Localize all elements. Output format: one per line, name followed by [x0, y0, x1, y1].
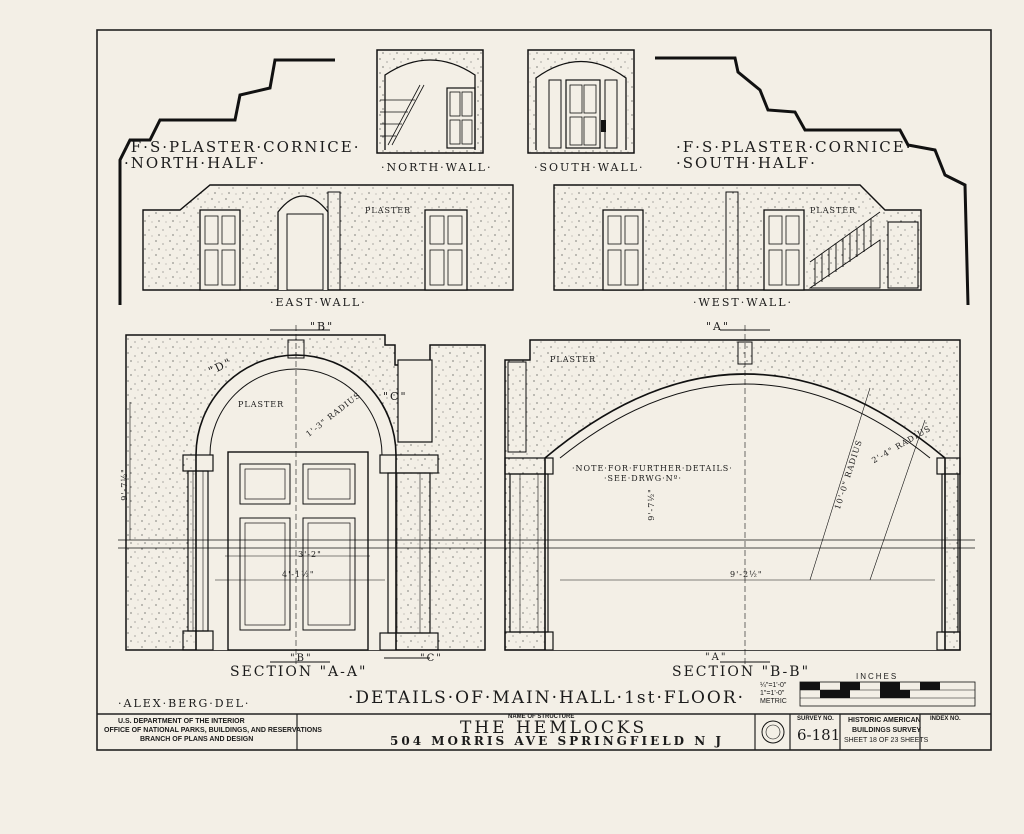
- marker-c: "C": [383, 390, 408, 403]
- section-bb-title: SECTION "B-B": [672, 664, 811, 680]
- sheet-count: SHEET 18 OF 23 SHEETS: [844, 737, 929, 744]
- section-bb-elevation: [504, 325, 961, 665]
- east-wall-elevation: [142, 184, 514, 291]
- scale-bar: [799, 681, 976, 707]
- marker-b-bottom: "B": [290, 653, 313, 664]
- north-wall-label: ·NORTH·WALL·: [381, 161, 493, 174]
- cornice-south-profile: [655, 56, 970, 306]
- dim-width-aa-2: 3'-2": [298, 550, 322, 559]
- plaster-note-west: PLASTER: [810, 206, 857, 215]
- marker-b-top: "B": [310, 320, 335, 333]
- cornice-south-label-1: ·F·S·PLASTER·CORNICE·: [676, 138, 913, 156]
- cornice-north-label-1: ·F·S·PLASTER·CORNICE·: [124, 138, 361, 156]
- habs-line-2: BUILDINGS SURVEY: [852, 727, 922, 734]
- cornice-north-profile: [118, 58, 335, 305]
- east-wall-label: ·EAST·WALL·: [270, 296, 367, 309]
- dim-width-aa: 4'-1½": [282, 570, 315, 579]
- scale-row-3: METRIC: [760, 698, 787, 705]
- structure-address: 504 MORRIS AVE SPRINGFIELD N J: [390, 734, 725, 748]
- survey-number: 6-181: [797, 726, 841, 744]
- drafter-credit: ·ALEX·BERG·DEL·: [118, 697, 251, 710]
- seal-icon: [761, 720, 785, 744]
- structure-name: THE HEMLOCKS: [460, 718, 648, 738]
- marker-c-bottom: "C": [420, 653, 443, 664]
- south-wall-elevation: [527, 49, 635, 154]
- plaster-note-aa: PLASTER: [238, 400, 285, 409]
- marker-a-top: "A": [706, 320, 731, 333]
- plaster-note-east: PLASTER: [365, 206, 412, 215]
- sheet-main-title: ·DETAILS·OF·MAIN·HALL·1st·FLOOR·: [348, 688, 746, 708]
- west-wall-label: ·WEST·WALL·: [693, 296, 794, 309]
- west-wall-elevation: [553, 184, 922, 291]
- section-aa-title: SECTION "A-A": [230, 664, 368, 680]
- habs-line-1: HISTORIC AMERICAN: [848, 717, 921, 724]
- agency-line-1: U.S. DEPARTMENT OF THE INTERIOR: [118, 718, 245, 725]
- scale-row-2: 1"=1'-0": [760, 690, 785, 697]
- north-wall-elevation: [376, 49, 484, 154]
- section-aa-elevation: [125, 325, 486, 665]
- structure-caption: NAME OF STRUCTURE: [508, 714, 575, 720]
- south-wall-label: ·SOUTH·WALL·: [534, 161, 645, 174]
- agency-line-3: BRANCH OF PLANS AND DESIGN: [140, 736, 254, 743]
- sheet-border: [96, 29, 992, 751]
- cornice-south-label-2: ·SOUTH·HALF·: [676, 154, 817, 172]
- note-line-2: ·SEE·DRWG·Nº·: [604, 474, 682, 483]
- scale-inches-label: INCHES: [856, 672, 899, 681]
- staircase: [808, 211, 881, 289]
- agency-line-2: OFFICE OF NATIONAL PARKS, BUILDINGS, AND…: [104, 727, 322, 734]
- dim-width-bb: 9'-2½": [730, 570, 763, 579]
- index-caption: INDEX NO.: [930, 716, 961, 722]
- cornice-north-label-2: ·NORTH·HALF·: [124, 154, 267, 172]
- survey-caption: SURVEY NO.: [797, 716, 834, 722]
- plaster-note-bb: PLASTER: [550, 355, 597, 364]
- dim-height-bb: 9'-7½": [646, 488, 656, 521]
- marker-a-bottom: "A": [705, 652, 728, 663]
- dim-height-aa: 9'-7½": [119, 468, 129, 501]
- note-line-1: ·NOTE·FOR·FURTHER·DETAILS·: [572, 464, 733, 473]
- scale-row-1: ¼"=1'-0": [760, 682, 787, 689]
